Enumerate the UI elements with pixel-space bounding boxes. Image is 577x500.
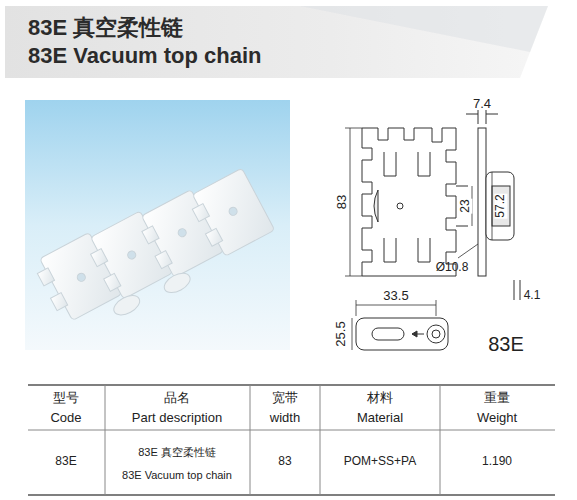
table-header: width [270,411,300,425]
table-header: 材料 [367,391,393,405]
title-text: 83E 真空柔性链 [28,14,262,42]
title-band: 83E 真空柔性链83E Vacuum top chain [28,14,262,70]
dimension: 33.5 [383,289,408,303]
photo [25,100,290,350]
table-header: 型号 [53,391,79,405]
table-cell: 83E Vacuum top chain [122,469,232,481]
dimension: 57.2 [494,193,507,218]
table-header: Code [50,411,81,425]
table-header: 重量 [484,391,510,405]
dimension: Ø10.8 [436,261,469,274]
dimension: 4.1 [524,289,541,302]
band-accent [300,6,548,52]
table-cell: POM+SS+PA [344,455,416,468]
table-header: Weight [477,411,517,425]
dimension: 7.4 [473,97,491,111]
table-header: 品名 [164,391,190,405]
table-cell: 1.190 [482,455,512,468]
dimension: 23 [459,198,472,213]
dimension: 83 [335,194,349,210]
table-header: Part description [132,411,222,425]
top-view [362,128,468,276]
spec-table [28,385,555,495]
title-band [5,6,548,78]
table-header: 宽带 [272,391,298,405]
table-cell: 83E [55,455,76,468]
table-cell: 83E 真空柔性链 [138,446,216,458]
table-cell: 83 [278,455,291,468]
dimension: 25.5 [334,321,348,346]
title-text: 83E Vacuum top chain [28,42,262,70]
model-code: 83E [488,333,524,355]
chain-photo [32,155,279,346]
dimension-lines [345,128,492,350]
table-header: Material [357,411,403,425]
side-view [466,110,520,300]
bottom-view [356,318,448,350]
